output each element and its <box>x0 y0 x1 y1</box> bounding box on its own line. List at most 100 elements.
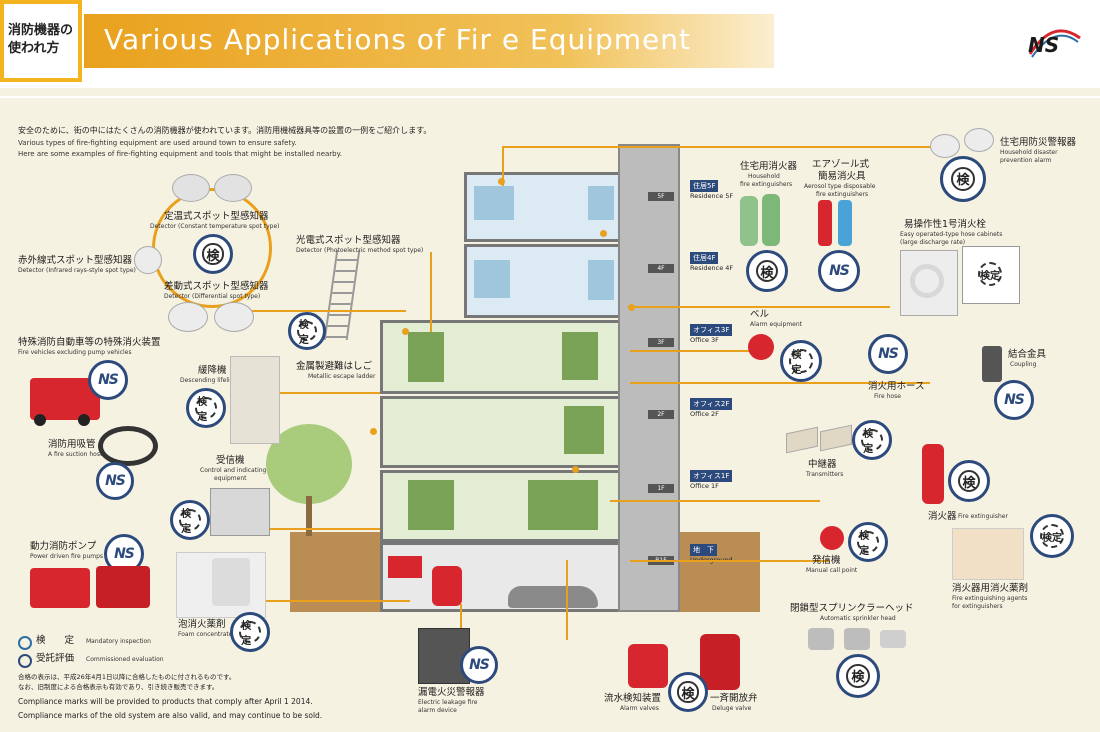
suction-hose-img <box>98 426 158 466</box>
transmitter-en: Transmitters <box>806 471 844 478</box>
kentei-mark-valve: 検 <box>668 672 708 712</box>
leakage-en1: Electric leakage fire <box>418 699 478 706</box>
mini-5f: 5F <box>648 192 674 201</box>
transmitter-img <box>786 426 818 454</box>
sprinkler-jp: 閉鎖型スプリンクラーヘッド <box>790 603 914 614</box>
floor-sub-3f: Office 3F <box>690 336 719 344</box>
lifeline-jp: 緩降機 <box>198 365 227 376</box>
header-badge: 消防機器の 使われ方 <box>0 0 82 82</box>
car <box>508 586 598 608</box>
legend-commissioned-en: Commissioned evaluation <box>86 656 164 663</box>
foam-en: Foam concentrates <box>178 631 236 638</box>
extinguisher-jp: 消火器 <box>928 511 957 522</box>
coupling-en: Coupling <box>1010 361 1037 368</box>
floor-sub-1f: Office 1F <box>690 482 719 490</box>
aerosol-jp1: エアゾール式 <box>812 159 870 170</box>
floor-tag-b1f: 地 下 <box>690 544 717 556</box>
agents-img <box>952 528 1024 580</box>
constant-temp-en: Detector (Constant temperature spot type… <box>150 223 280 230</box>
ladder-illust <box>323 250 361 340</box>
suction-hose-jp: 消防用吸管 <box>48 439 96 450</box>
bell-jp: ベル <box>750 309 770 320</box>
mini-2f: 2F <box>648 410 674 419</box>
kentei-mark-household-alarm: 検 <box>940 156 986 202</box>
fire-hose-en: Fire hose <box>874 393 901 400</box>
note-en2: Compliance marks of the old system are a… <box>18 711 323 720</box>
floor-tag-5f: 住居5F <box>690 180 719 192</box>
sprinkler-en: Automatic sprinkler head <box>820 615 896 622</box>
control-en1: Control and indicating <box>200 467 267 474</box>
agents-en1: Fire extinguishing agents <box>952 595 1028 602</box>
ns-mark-hose: NS <box>96 462 134 500</box>
call-point-en: Manual call point <box>806 567 858 574</box>
floor-tag-2f: オフィス2F <box>690 398 733 410</box>
differential-jp: 差動式スポット型感知器 <box>164 281 269 292</box>
mini-3f: 3F <box>648 338 674 347</box>
bell-en: Alarm equipment <box>750 321 803 328</box>
legend-inspection-jp: 検 定 <box>36 635 75 646</box>
leakage-jp: 漏電火災警報器 <box>418 687 485 698</box>
floor-sub-2f: Office 2F <box>690 410 719 418</box>
household-alarm-jp: 住宅用防災警報器 <box>1000 137 1077 148</box>
mini-4f: 4F <box>648 264 674 273</box>
page-title: Various Applications of Fir e Equipment <box>104 23 691 56</box>
control-panel-img <box>210 488 270 536</box>
floor-tag-1f: オフィス1F <box>690 470 733 482</box>
photoelectric-jp: 光電式スポット型感知器 <box>296 235 401 246</box>
control-jp: 受信機 <box>216 455 245 466</box>
floor-sub-4f: Residence 4F <box>690 264 734 272</box>
extinguisher-img <box>922 444 944 504</box>
aerosol-en1: Aerosol type disposable <box>804 183 876 190</box>
deluge-en: Deluge valve <box>712 705 752 712</box>
ns-mark-fire-hose: NS <box>868 334 908 374</box>
lifeline-img <box>230 356 280 444</box>
differential-en: Detector (Differential spot type) <box>164 293 261 300</box>
kentei-seal-control: 検定 <box>170 500 210 540</box>
household-ext-img <box>740 196 758 246</box>
fire-hose-jp: 消火用ホース <box>868 381 925 392</box>
power-pump-en: Power driven fire pumps <box>30 553 104 560</box>
lifeline-en: Descending lifelines <box>180 377 241 384</box>
call-point-img <box>820 526 844 550</box>
household-ext-en2: fire extinguishers <box>740 181 793 188</box>
aerosol-en2: fire extinguishers <box>816 191 869 198</box>
hose-cabinet-en2: (large discharge rate) <box>900 239 966 246</box>
mini-1f: 1F <box>648 484 674 493</box>
kentei-seal-transmitter: 検定 <box>852 420 892 460</box>
floor-tag-4f: 住居4F <box>690 252 719 264</box>
kentei-seal-call-point: 検定 <box>848 522 888 562</box>
household-alarm-en2: prevention alarm <box>1000 157 1052 164</box>
intro-jp: 安全のために、街の中にはたくさんの消防機器が使われています。消防用機械器具等の設… <box>18 126 432 135</box>
kentei-seal-lifeline: 検定 <box>186 388 226 428</box>
household-alarm-img <box>930 134 960 158</box>
coupling-jp: 結合金具 <box>1008 349 1047 360</box>
floor-tag-3f: オフィス3F <box>690 324 733 336</box>
kentei-mark-household-ext: 検 <box>746 250 788 292</box>
coupling-img <box>982 346 1002 382</box>
bell-img <box>748 334 774 360</box>
aerosol-img <box>818 200 832 246</box>
hose-cabinet-jp: 易操作性1号消火栓 <box>904 219 987 230</box>
ns-mark-aerosol: NS <box>818 250 860 292</box>
note-jp2: なお、旧制度による合格表示も有効であり、引き続き販売できます。 <box>18 683 219 691</box>
special-vehicle-en: Fire vehicles excluding pump vehicles <box>18 349 132 356</box>
kentei-mark-extinguisher: 検 <box>948 460 990 502</box>
infrared-en: Detector (Infrared rays-style spot type) <box>18 267 136 274</box>
ladder-en: Metallic escape ladder <box>308 373 376 380</box>
detector-constant-img <box>172 174 210 202</box>
floor-sub-5f: Residence 5F <box>690 192 734 200</box>
stair-tower <box>618 144 680 612</box>
household-alarm-en1: Household disaster <box>1000 149 1058 156</box>
ns-logo-text: NS <box>1028 33 1060 57</box>
alarm-valve-img <box>628 644 668 688</box>
extinguisher-en: Fire extinguisher <box>958 513 1008 520</box>
transmitter-jp: 中継器 <box>808 459 837 470</box>
infrared-jp: 赤外線式スポット型感知器 <box>18 255 133 266</box>
ns-mark-leakage: NS <box>460 646 498 684</box>
header-divider <box>0 96 1100 98</box>
call-point-jp: 発信機 <box>812 555 841 566</box>
badge-line2: 使われ方 <box>8 41 60 56</box>
ns-mark-vehicle: NS <box>88 360 128 400</box>
legend-commissioned-jp: 受託評価 <box>36 653 75 664</box>
suction-hose-en: A fire suction hose <box>48 451 104 458</box>
